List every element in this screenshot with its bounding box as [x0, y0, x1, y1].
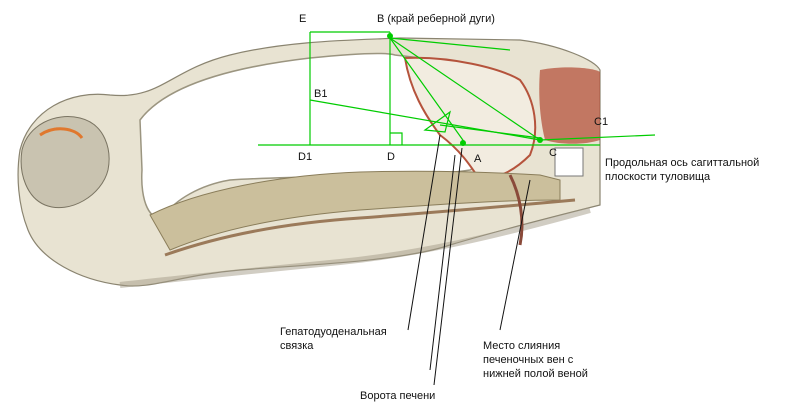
- label-point-b: B (край реберной дуги): [377, 13, 495, 27]
- point-b: [387, 33, 393, 39]
- label-point-d1: D1: [298, 151, 312, 165]
- point-a: [460, 140, 466, 146]
- heart-region: [539, 67, 600, 143]
- label-point-e: E: [299, 13, 306, 27]
- annotation-confluence: Место слияния печеночных вен с нижней по…: [483, 340, 613, 381]
- label-point-a: A: [474, 153, 481, 167]
- c-point-box: [555, 148, 583, 176]
- point-c: [537, 137, 543, 143]
- label-point-b1: B1: [314, 88, 327, 102]
- label-point-c: C: [549, 147, 557, 161]
- annotation-porta: Ворота печени: [360, 390, 435, 404]
- label-point-d: D: [387, 151, 395, 165]
- annotation-hepatoduodenal: Гепатодуоденальная связка: [280, 326, 410, 354]
- annotation-axis: Продольная ось сагиттальной плоскости ту…: [605, 157, 785, 185]
- label-point-c1: C1: [594, 116, 608, 130]
